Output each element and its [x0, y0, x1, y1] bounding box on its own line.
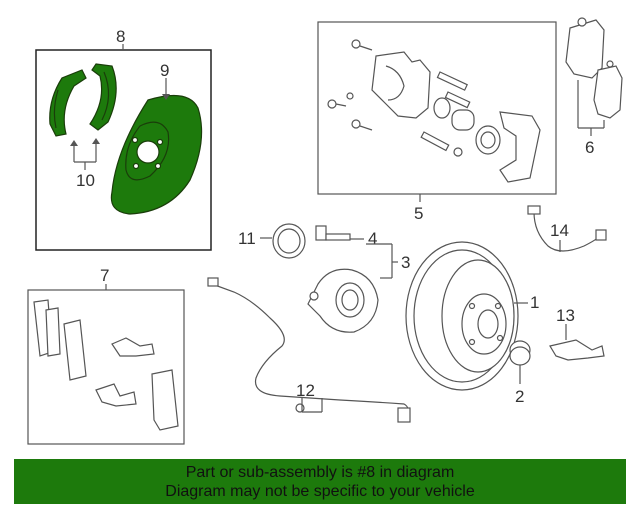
- callout-3-leader: [366, 243, 398, 279]
- hub-bolt[interactable]: [315, 225, 351, 241]
- callout-11: 11: [238, 229, 256, 248]
- caliper-bolts[interactable]: [327, 39, 373, 131]
- callout-6-leader: [577, 80, 605, 136]
- guide-pins[interactable]: [420, 71, 471, 157]
- callout-1: 1: [530, 293, 539, 312]
- group-5-box[interactable]: [317, 21, 557, 202]
- callout-14: 14: [550, 221, 569, 240]
- callout-8: 8: [116, 27, 125, 46]
- callout-10-leader: [70, 138, 100, 170]
- group-8-box[interactable]: [35, 44, 212, 251]
- callout-3: 3: [401, 253, 410, 272]
- callout-5: 5: [414, 204, 423, 223]
- sensor-bracket[interactable]: [549, 339, 605, 361]
- callout-7: 7: [100, 266, 109, 285]
- brake-rotor[interactable]: [405, 241, 519, 391]
- seal-ring[interactable]: [272, 223, 306, 259]
- callout-4: 4: [368, 229, 377, 248]
- callout-13: 13: [556, 306, 575, 325]
- piston-and-seals[interactable]: [433, 97, 501, 155]
- pad-shims[interactable]: [33, 299, 87, 381]
- brake-pad-front[interactable]: [565, 17, 605, 79]
- abs-sensor-wire[interactable]: [207, 277, 411, 423]
- parking-brake-shoe-right[interactable]: [89, 63, 117, 131]
- caliper-housing[interactable]: [371, 51, 431, 119]
- pad-shim-rear[interactable]: [151, 369, 179, 431]
- brake-pad-rear[interactable]: [593, 60, 623, 119]
- info-banner: Part or sub-assembly is #8 in diagram Di…: [14, 459, 626, 504]
- callout-12-leader: [301, 398, 323, 413]
- banner-line-2: Diagram may not be specific to your vehi…: [165, 482, 475, 500]
- pad-clips[interactable]: [95, 337, 155, 407]
- callout-2: 2: [515, 387, 524, 406]
- parking-brake-shoe-left[interactable]: [49, 69, 87, 137]
- brake-hose[interactable]: [527, 205, 607, 252]
- caliper-bracket[interactable]: [499, 111, 541, 183]
- callout-6: 6: [585, 138, 594, 157]
- callout-9: 9: [160, 61, 169, 80]
- banner-line-1: Part or sub-assembly is #8 in diagram: [185, 463, 455, 481]
- callout-10: 10: [76, 171, 95, 190]
- group-7-box[interactable]: [27, 284, 185, 445]
- callout-12: 12: [296, 381, 315, 400]
- hub-cap[interactable]: [509, 340, 531, 366]
- wheel-hub-assembly[interactable]: [307, 268, 379, 333]
- backing-plate[interactable]: [110, 94, 203, 215]
